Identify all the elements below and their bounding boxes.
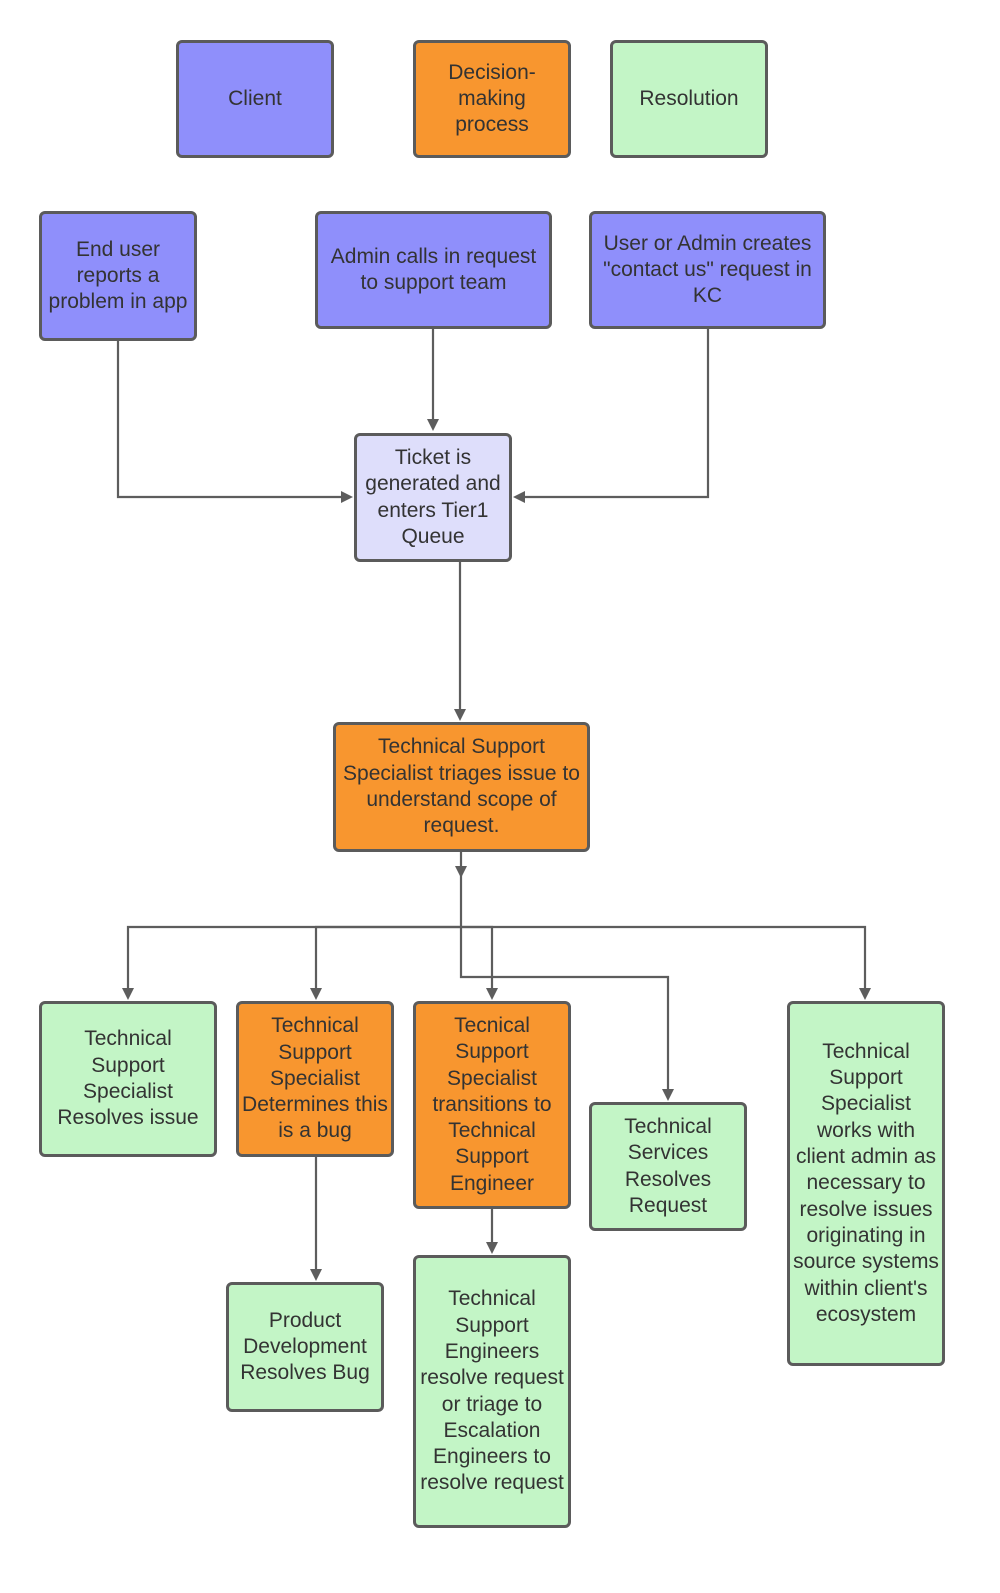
connector-to-services (459, 927, 670, 1091)
node-works-with-admin-label: Technical Support Specialist works with … (793, 1039, 939, 1326)
arrowhead (310, 1269, 322, 1281)
connector-to-determines-bug (314, 925, 461, 990)
node-ticket-generated: Ticket is generated and enters Tier1 Que… (354, 433, 512, 562)
node-transitions-engineer: Tecnical Support Specialist transitions … (413, 1001, 571, 1209)
node-product-dev-resolves-label: Product Development Resolves Bug (240, 1308, 370, 1385)
arrowhead (427, 419, 439, 431)
arrowhead (859, 988, 871, 1000)
node-triage-label: Technical Support Specialist triages iss… (343, 735, 580, 838)
node-end-user-report: End user reports a problem in app (39, 211, 197, 341)
node-contact-us-request-label: User or Admin creates "contact us" reque… (603, 231, 812, 308)
legend-client: Client (176, 40, 334, 158)
node-services-resolves-label: Technical Services Resolves Request (624, 1114, 712, 1217)
node-services-resolves: Technical Services Resolves Request (589, 1102, 747, 1231)
connector-to-works-with-admin (461, 925, 867, 990)
node-engineers-resolve: Technical Support Engineers resolve requ… (413, 1255, 571, 1528)
node-specialist-resolves: Technical Support Specialist Resolves is… (39, 1001, 217, 1157)
node-engineers-resolve-label: Technical Support Engineers resolve requ… (420, 1287, 564, 1495)
legend-resolution-label: Resolution (639, 86, 739, 110)
connector-to-specialist-resolves (126, 925, 461, 990)
node-works-with-admin: Technical Support Specialist works with … (787, 1001, 945, 1366)
node-admin-calls-label: Admin calls in request to support team (330, 244, 537, 294)
node-determines-bug-label: Technical Support Specialist Determines … (242, 1014, 388, 1143)
arrowhead (310, 988, 322, 1000)
node-specialist-resolves-label: Technical Support Specialist Resolves is… (57, 1027, 199, 1130)
arrowhead (513, 491, 525, 503)
connector-to-transitions (461, 925, 494, 990)
arrowhead (486, 988, 498, 1000)
arrowhead (454, 709, 466, 721)
legend-resolution: Resolution (610, 40, 768, 158)
node-ticket-generated-label: Ticket is generated and enters Tier1 Que… (365, 445, 501, 548)
connector-end-user-to-ticket (116, 341, 343, 499)
arrowhead (662, 1089, 674, 1101)
legend-decision-label: Decision-making process (448, 60, 536, 137)
arrowhead (486, 1242, 498, 1254)
legend-decision: Decision-making process (413, 40, 571, 158)
arrowhead (122, 988, 134, 1000)
connector-contact-to-ticket (523, 329, 710, 499)
arrowhead (341, 491, 353, 503)
node-contact-us-request: User or Admin creates "contact us" reque… (589, 211, 826, 329)
node-admin-calls: Admin calls in request to support team (315, 211, 552, 329)
node-transitions-engineer-label: Tecnical Support Specialist transitions … (432, 1013, 552, 1195)
node-product-dev-resolves: Product Development Resolves Bug (226, 1282, 384, 1412)
node-end-user-report-label: End user reports a problem in app (48, 237, 188, 314)
node-triage: Technical Support Specialist triages iss… (333, 722, 590, 852)
legend-client-label: Client (228, 86, 282, 110)
node-determines-bug: Technical Support Specialist Determines … (236, 1001, 394, 1157)
